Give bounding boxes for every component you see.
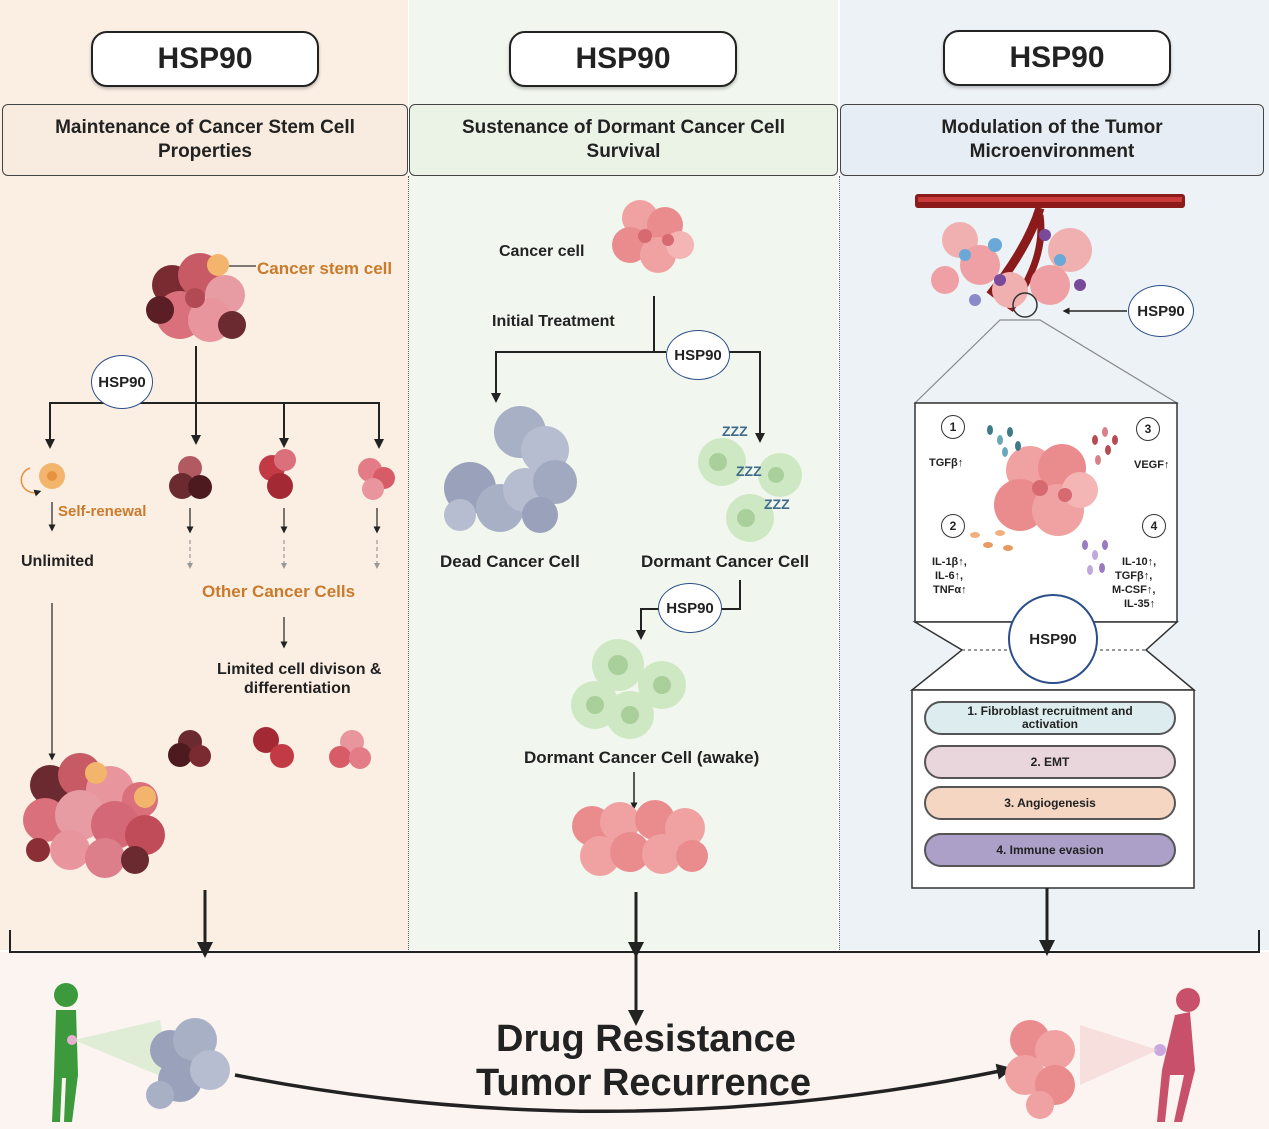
differentiated-cells-icons — [168, 727, 371, 769]
healthy-person-icon — [52, 983, 78, 1122]
il1b-label: IL-1β↑, — [932, 556, 967, 568]
tnfa-label: TNFα↑ — [933, 584, 967, 596]
tgfb-label: TGFβ↑ — [929, 457, 964, 469]
dormant-cancer-cell-label: Dormant Cancer Cell — [641, 552, 810, 571]
tgfb2-label: TGFβ↑, — [1115, 570, 1153, 582]
list-item-fibroblast: 1. Fibroblast recruitment and activation — [924, 701, 1176, 735]
recurrent-tumor-bottom-icon — [1005, 1020, 1075, 1119]
number-1-badge: 1 — [941, 415, 965, 439]
cytokine-dots-3-icon — [1092, 427, 1118, 465]
limited-division-label-line2: differentiation — [244, 680, 351, 697]
panel-divider — [408, 176, 409, 950]
cytokine-dots-4-icon — [1082, 540, 1108, 575]
dead-cancer-cell-label: Dead Cancer Cell — [440, 552, 580, 571]
zzz-icon: ZZZ — [764, 496, 790, 512]
dark-cancer-cells-icon — [169, 456, 212, 499]
number-2-badge: 2 — [941, 514, 965, 538]
hsp90-oval-right: HSP90 — [1128, 285, 1194, 337]
shrunken-tumor-icon — [146, 1018, 230, 1109]
hsp90-oval-left: HSP90 — [91, 355, 153, 409]
list-item-emt: 2. EMT — [924, 745, 1176, 779]
il35-label: IL-35↑ — [1124, 598, 1156, 610]
stem-cell-self-renewal-icon — [20, 463, 65, 497]
cancer-stem-cell-cluster-icon — [146, 253, 246, 342]
list-item-angiogenesis: 3. Angiogenesis — [924, 786, 1176, 820]
subtitle-dormant-cell: Sustenance of Dormant Cancer Cell Surviv… — [409, 104, 838, 176]
pink-cancer-cells-icon — [358, 458, 395, 500]
hsp90-title-right: HSP90 — [943, 30, 1171, 86]
hsp90-oval-middle-1: HSP90 — [666, 330, 730, 380]
hsp90-title-middle: HSP90 — [509, 31, 737, 87]
large-tumor-cluster-icon — [23, 753, 165, 878]
il6-label: IL-6↑, — [935, 570, 964, 582]
panel-divider — [839, 176, 840, 950]
zzz-icon: ZZZ — [736, 463, 762, 479]
tumor-cell-in-microenvironment-icon — [994, 444, 1098, 536]
recurrent-tumor-icon — [572, 800, 708, 876]
hsp90-circle-center: HSP90 — [1008, 594, 1098, 684]
cancer-cell-icon — [612, 200, 694, 273]
drug-resistance-title: Drug Resistance — [496, 1018, 796, 1060]
number-4-badge: 4 — [1142, 514, 1166, 538]
red-cancer-cells-icon — [259, 449, 296, 499]
list-item-immune-evasion: 4. Immune evasion — [924, 833, 1176, 867]
subtitle-cancer-stem-cell: Maintenance of Cancer Stem Cell Properti… — [2, 104, 408, 176]
dormant-awake-label: Dormant Cancer Cell (awake) — [524, 748, 760, 767]
zzz-icon: ZZZ — [722, 423, 748, 439]
il10-label: IL-10↑, — [1122, 556, 1157, 568]
limited-division-label-line1: Limited cell divison & — [217, 661, 382, 678]
sick-person-icon — [1154, 988, 1200, 1122]
hsp90-title-left: HSP90 — [91, 31, 319, 87]
tumor-recurrence-title: Tumor Recurrence — [476, 1062, 812, 1104]
number-3-badge: 3 — [1136, 417, 1160, 441]
dead-cancer-cell-icon — [444, 406, 577, 533]
mcsf-label: M-CSF↑, — [1112, 584, 1156, 596]
vegf-label: VEGF↑ — [1134, 459, 1170, 471]
cancer-stem-cell-label: Cancer stem cell — [257, 259, 393, 278]
subtitle-tumor-microenvironment: Modulation of the Tumor Microenvironment — [840, 104, 1264, 176]
other-cancer-cells-label: Other Cancer Cells — [202, 582, 356, 601]
cytokine-dots-2-icon — [970, 530, 1013, 551]
cancer-cell-label: Cancer cell — [499, 243, 585, 260]
hsp90-oval-middle-2: HSP90 — [658, 583, 722, 633]
cytokine-dots-1-icon — [987, 425, 1021, 457]
self-renewal-label: Self-renewal — [58, 503, 147, 520]
awake-dormant-cell-icon — [571, 639, 686, 739]
unlimited-label: Unlimited — [21, 553, 94, 570]
blood-vessel-tumor-icon — [915, 194, 1185, 318]
dormant-cancer-cell-icon — [698, 438, 802, 542]
initial-treatment-label: Initial Treatment — [492, 313, 615, 330]
